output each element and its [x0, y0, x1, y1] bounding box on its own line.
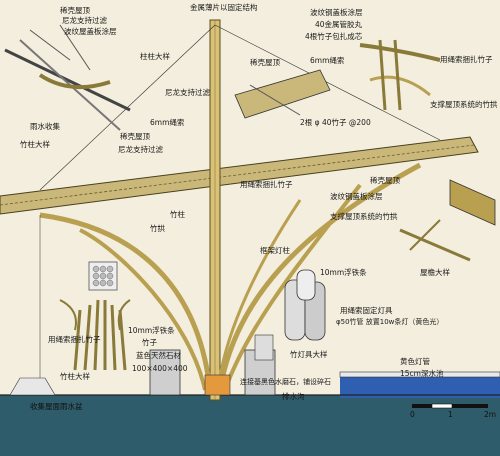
detail-top-right — [359, 39, 441, 111]
label-tie-lamp: 用绳索固定灯具 — [340, 306, 393, 315]
label-lamp-spec: φ50竹管 放置10w条灯（黄色光） — [336, 318, 444, 326]
label-nylon-mesh-2: 尼龙支持过滤 — [165, 88, 210, 97]
label-support-roof: 支撑屋顶系统的竹拱 — [430, 100, 498, 109]
label-stone-size: 100×400×400 — [132, 364, 188, 373]
label-column-detail: 柱柱大样 — [140, 52, 170, 61]
label-tie-bamboo-3: 用绳索捆扎竹子 — [48, 335, 101, 344]
label-column-detail-bottom: 竹柱大样 — [60, 372, 90, 381]
label-wave-coat-2: 波纹钢盖板涂层 — [330, 192, 383, 201]
label-glue-40: 40金属管胶丸 — [315, 20, 363, 29]
label-stone-base: 蓝色天然石材 — [136, 351, 181, 360]
label-tie-bamboo-2: 用绳索捆扎竹子 — [240, 180, 293, 189]
label-support-roof-2: 支撑屋顶系统的竹拱 — [330, 212, 398, 221]
scale-0: 0 — [410, 410, 415, 419]
label-nylon-mesh-3: 尼龙支持过滤 — [118, 145, 163, 154]
label-bamboo: 竹子 — [142, 338, 157, 347]
label-pool-depth: 15cm深水池 — [400, 369, 444, 378]
bamboo-bundle-detail — [59, 261, 131, 371]
label-lamp-detail: 竹灯具大样 — [290, 350, 328, 359]
label-roof-tile: 稀壳屋顶 — [60, 6, 90, 15]
label-top-fix: 金属薄片以固定结构 — [190, 3, 258, 12]
label-nylon-mesh: 尼龙支持过滤 — [62, 16, 107, 25]
label-bamboo-4: 4根竹子包扎成芯 — [305, 32, 363, 41]
label-collect-well: 收集屋面雨水盆 — [30, 402, 83, 411]
label-floor-note: 连接基黑色水磨石，铺设碎石 — [240, 378, 331, 386]
label-bamboo-pillar: 竹柱 — [170, 210, 185, 219]
pool — [340, 376, 500, 398]
label-roof-tile-3: 稀壳屋顶 — [120, 132, 150, 141]
label-rope-6mm: 6mm绳索 — [310, 56, 345, 65]
bamboo-lamp-detail — [284, 269, 326, 341]
roof-slab — [0, 136, 479, 215]
label-tie-bamboo: 用绳索捆扎竹子 — [440, 55, 493, 64]
detail-top-left — [4, 24, 131, 131]
detail-roof-section — [234, 69, 331, 119]
label-bamboo-arch: 竹拱 — [150, 224, 165, 233]
label-drain: 排水沟 — [282, 392, 305, 401]
label-waterproof-coat: 波纹屋盖板涂层 — [64, 27, 117, 36]
scale-2m: 2m — [484, 410, 497, 419]
scale-bar — [412, 403, 488, 409]
label-frame-light: 框架灯柱 — [260, 246, 290, 255]
label-wave-roof: 波纹钢盖板涂层 — [310, 8, 363, 17]
label-pool-light: 黄色灯管 — [400, 357, 430, 366]
label-roof-tile-2: 稀壳屋顶 — [250, 58, 280, 67]
label-rope-10mm-2: 10mm浮铁条 — [128, 326, 175, 335]
label-rope-10mm: 10mm浮铁条 — [320, 268, 367, 277]
label-roof-tile-4: 稀壳屋顶 — [370, 176, 400, 185]
label-rope-6mm-2: 6mm绳索 — [150, 118, 185, 127]
scale-1: 1 — [448, 410, 453, 419]
label-rain-eave: 雨水收集 — [30, 122, 60, 131]
label-column-detail-left: 竹柱大样 — [20, 140, 50, 149]
label-base-detail: 屋檐大样 — [420, 268, 450, 277]
label-bamboo-count: 2根 φ 40竹子 @200 — [300, 118, 371, 127]
detail-eave — [399, 179, 496, 262]
